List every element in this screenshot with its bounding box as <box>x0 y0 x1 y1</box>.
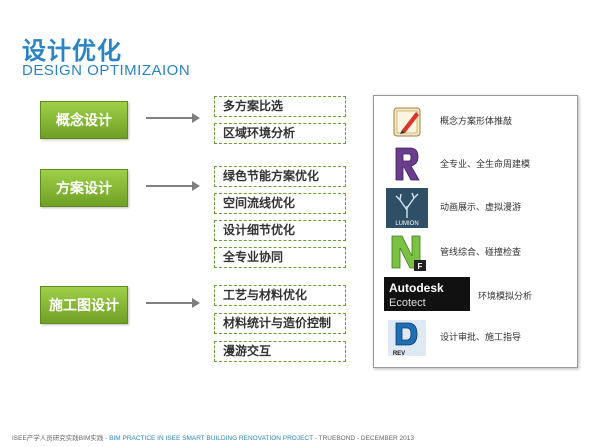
tool-desc-sketchup: 概念方案形体推敲 <box>440 117 513 127</box>
arrow-construction <box>146 298 200 308</box>
tool-desc-ecotect: 环境模拟分析 <box>478 292 533 302</box>
ecotect-logo-text: Ecotect <box>389 297 426 309</box>
item-design-detail-optimization: 设计细节优化 <box>214 220 346 241</box>
lumion-logo-text: LUMION <box>395 221 418 227</box>
phase-concept-design: 概念设计 <box>40 101 128 139</box>
item-regional-environment-analysis: 区域环境分析 <box>214 123 346 144</box>
tool-desc-lumion: 动画展示、虚拟漫游 <box>440 203 522 213</box>
item-space-flow-optimization: 空间流线优化 <box>214 193 346 214</box>
software-tools-panel: 概念方案形体推敲 全专业、全生命周建模 LUMION 动画展示、虚拟漫游 F 管… <box>373 95 578 368</box>
ecotect-icon: Autodesk Ecotect <box>384 277 470 311</box>
navisworks-icon: F <box>386 232 428 272</box>
revit-structure-icon: REV <box>386 318 428 358</box>
navisworks-logo-text: F <box>418 262 423 271</box>
revit-icon <box>386 144 428 184</box>
footer-part-1: ISEE产学人员研究实践BIM实践 <box>12 435 104 442</box>
item-process-material-optimization: 工艺与材料优化 <box>214 285 346 306</box>
phase-construction-drawing-design: 施工图设计 <box>40 286 128 324</box>
autodesk-logo-text: Autodesk <box>389 281 444 295</box>
item-multi-scheme-comparison: 多方案比选 <box>214 96 346 117</box>
sketchup-icon <box>386 102 428 142</box>
item-green-energy-optimization: 绿色节能方案优化 <box>214 166 346 187</box>
item-material-stats-cost-control: 材料统计与造价控制 <box>214 313 346 334</box>
item-roaming-interaction: 漫游交互 <box>214 341 346 362</box>
footer-part-3: - TRUEBOND - DECEMBER 2013 <box>312 435 414 442</box>
item-full-discipline-collaboration: 全专业协同 <box>214 247 346 268</box>
footer: ISEE产学人员研究实践BIM实践 - BIM PRACTICE IN ISEE… <box>12 432 414 442</box>
tool-desc-revit-structure: 设计审批、施工指导 <box>440 333 522 343</box>
lumion-icon: LUMION <box>386 188 428 228</box>
tool-desc-navisworks: 管线综合、碰撞检查 <box>440 248 522 258</box>
page-subtitle: DESIGN OPTIMIZAION <box>22 62 191 79</box>
tool-desc-revit: 全专业、全生命周建模 <box>440 160 531 170</box>
revit-structure-logo-text: REV <box>393 351 405 357</box>
phase-scheme-design: 方案设计 <box>40 169 128 207</box>
footer-part-2: - BIM PRACTICE IN ISEE SMART BUILDING RE… <box>103 435 313 442</box>
arrow-concept <box>146 113 200 123</box>
page-title: 设计优化 <box>22 37 122 65</box>
arrow-scheme <box>146 181 200 191</box>
